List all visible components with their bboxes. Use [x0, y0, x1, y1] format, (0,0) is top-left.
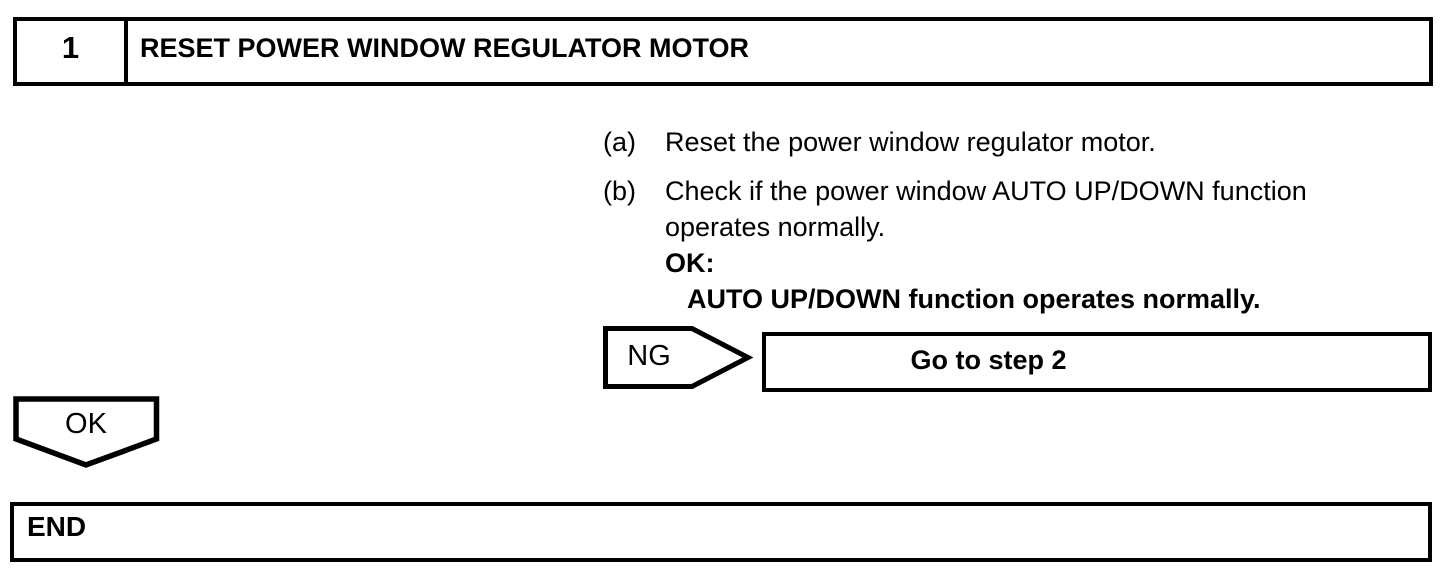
ok-arrow-shape	[13, 396, 160, 468]
procedure-step-b-text: Check if the power window AUTO UP/DOWN f…	[665, 176, 1307, 242]
procedure-step-b-label: (b)	[603, 176, 636, 206]
ng-result-text: Go to step 2	[910, 344, 1067, 375]
end-box: END	[10, 502, 1432, 562]
ok-criteria-text: AUTO UP/DOWN function operates normally.	[687, 284, 1261, 314]
ng-arrow-shape	[603, 326, 753, 389]
step-title: RESET POWER WINDOW REGULATOR MOTOR	[140, 32, 749, 63]
end-label: END	[27, 511, 87, 542]
ng-label: NG	[627, 340, 671, 372]
ng-result-box: Go to step 2	[762, 332, 1432, 392]
procedure-step-a-label: (a)	[603, 127, 636, 157]
step-number: 1	[17, 21, 128, 82]
ok-criteria-label: OK:	[665, 248, 715, 278]
procedure-block: (a) Reset the power window regulator mot…	[603, 124, 1413, 330]
procedure-step-a-text: Reset the power window regulator motor.	[665, 127, 1156, 157]
procedure-step-a: (a) Reset the power window regulator mot…	[603, 124, 1413, 160]
procedure-step-b: (b) Check if the power window AUTO UP/DO…	[603, 173, 1413, 317]
step-header: 1 RESET POWER WINDOW REGULATOR MOTOR	[13, 17, 1433, 86]
ok-label: OK	[65, 407, 107, 440]
